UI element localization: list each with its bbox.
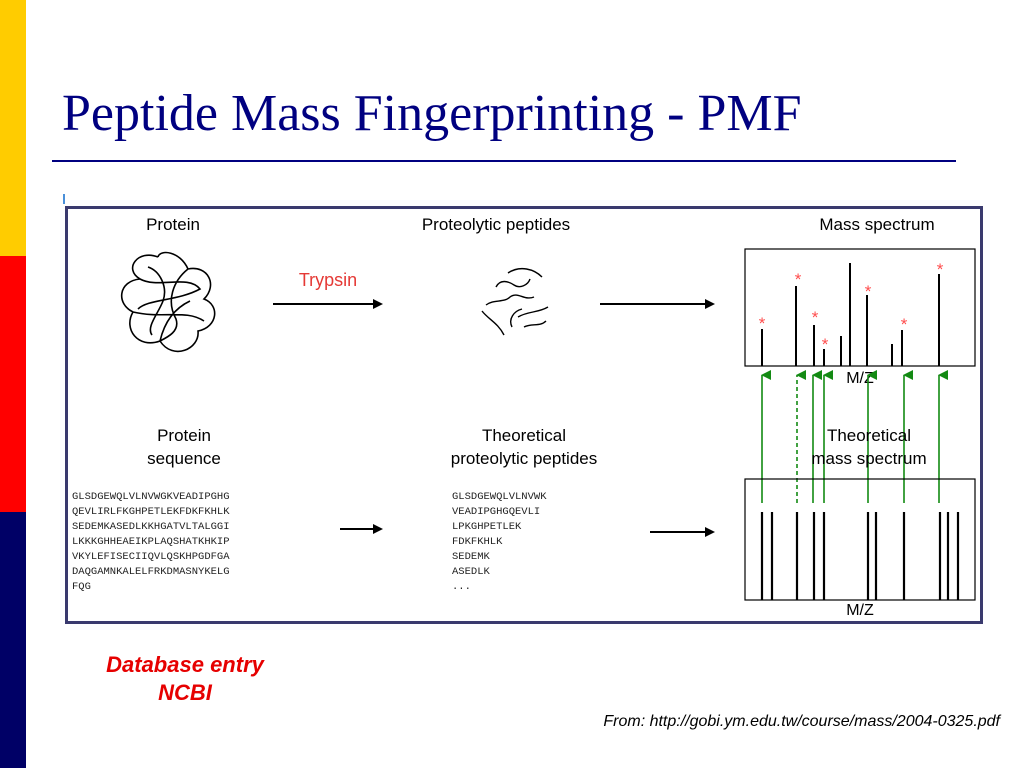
peptide-line: ASEDLK xyxy=(452,566,491,578)
theoretical-spectrum-box xyxy=(744,478,976,601)
label-theoretical-peptides-2: proteolytic peptides xyxy=(451,449,597,468)
peak-marker: * xyxy=(937,260,944,279)
label-theoretical-peptides-1: Theoretical xyxy=(482,426,566,445)
label-mz-top: M/Z xyxy=(846,370,874,387)
sequence-line: QEVLIRLFKGHPETLEKFDKFKHLK xyxy=(72,506,230,518)
figure-marker xyxy=(63,194,65,204)
label-theoretical-spectrum-2: mass spectrum xyxy=(811,449,926,468)
mass-spectrum-box xyxy=(744,248,976,367)
peak-marker: * xyxy=(901,315,908,334)
slide-title: Peptide Mass Fingerprinting - PMF xyxy=(62,85,802,142)
peptide-line: SEDEMK xyxy=(452,551,491,563)
accent-band-navy xyxy=(0,512,26,768)
label-proteolytic-peptides: Proteolytic peptides xyxy=(422,215,570,234)
peptide-line: LPKGHPETLEK xyxy=(452,521,522,533)
peak-markers: * * * * * * * xyxy=(759,260,944,354)
peptide-line: FDKFKHLK xyxy=(452,536,503,548)
sequence-line: VKYLEFISECIIQVLQSKHPGDFGA xyxy=(72,551,230,563)
protein-scribble xyxy=(121,251,216,353)
theoretical-peaks xyxy=(760,512,960,600)
database-entry-line: Database entry xyxy=(106,652,264,677)
source-citation: From: http://gobi.ym.edu.tw/course/mass/… xyxy=(603,713,1000,730)
peptide-line: VEADIPGHGQEVLI xyxy=(452,506,540,518)
label-protein-sequence-2: sequence xyxy=(147,449,221,468)
accent-band-red xyxy=(0,256,26,512)
label-mass-spectrum: Mass spectrum xyxy=(819,215,934,234)
peak-marker: * xyxy=(865,282,872,301)
label-protein-sequence-1: Protein xyxy=(157,426,211,445)
match-arrows xyxy=(761,370,948,503)
sequence-line: LKKKGHHEAEIKPLAQSHATKHKIP xyxy=(72,536,230,548)
sequence-line: FQG xyxy=(72,581,91,593)
label-protein: Protein xyxy=(146,215,200,234)
sequence-line: DAQGAMNKALELFRKDMASNYKELG xyxy=(72,566,230,578)
peptide-line: ... xyxy=(452,581,471,593)
title-underline xyxy=(52,160,956,162)
label-mz-bottom: M/Z xyxy=(846,602,874,619)
label-trypsin: Trypsin xyxy=(299,270,357,290)
peak-marker: * xyxy=(759,314,766,333)
accent-band-yellow xyxy=(0,0,26,256)
peptide-line: GLSDGEWQLVLNVWK xyxy=(452,491,547,503)
sequence-line: GLSDGEWQLVLNVWGKVEADIPGHG xyxy=(72,491,230,503)
label-theoretical-spectrum-1: Theoretical xyxy=(827,426,911,445)
sequence-line: SEDEMKASEDLKKHGATVLTALGGI xyxy=(72,521,230,533)
protein-sequence-block: GLSDGEWQLVLNVWGKVEADIPGHG QEVLIRLFKGHPET… xyxy=(72,491,230,593)
pmf-diagram-svg: Protein Proteolytic peptides Mass spectr… xyxy=(72,215,976,619)
database-name: NCBI xyxy=(158,680,212,705)
theoretical-peptides-block: GLSDGEWQLVLNVWK VEADIPGHGQEVLI LPKGHPETL… xyxy=(452,491,547,593)
pmf-diagram: Protein Proteolytic peptides Mass spectr… xyxy=(65,206,983,624)
database-entry-label: Database entry NCBI xyxy=(60,651,310,707)
peak-marker: * xyxy=(812,308,819,327)
peak-marker: * xyxy=(795,270,802,289)
peptide-fragments xyxy=(481,267,549,336)
spectrum-peaks xyxy=(761,263,940,366)
peak-marker: * xyxy=(822,335,829,354)
